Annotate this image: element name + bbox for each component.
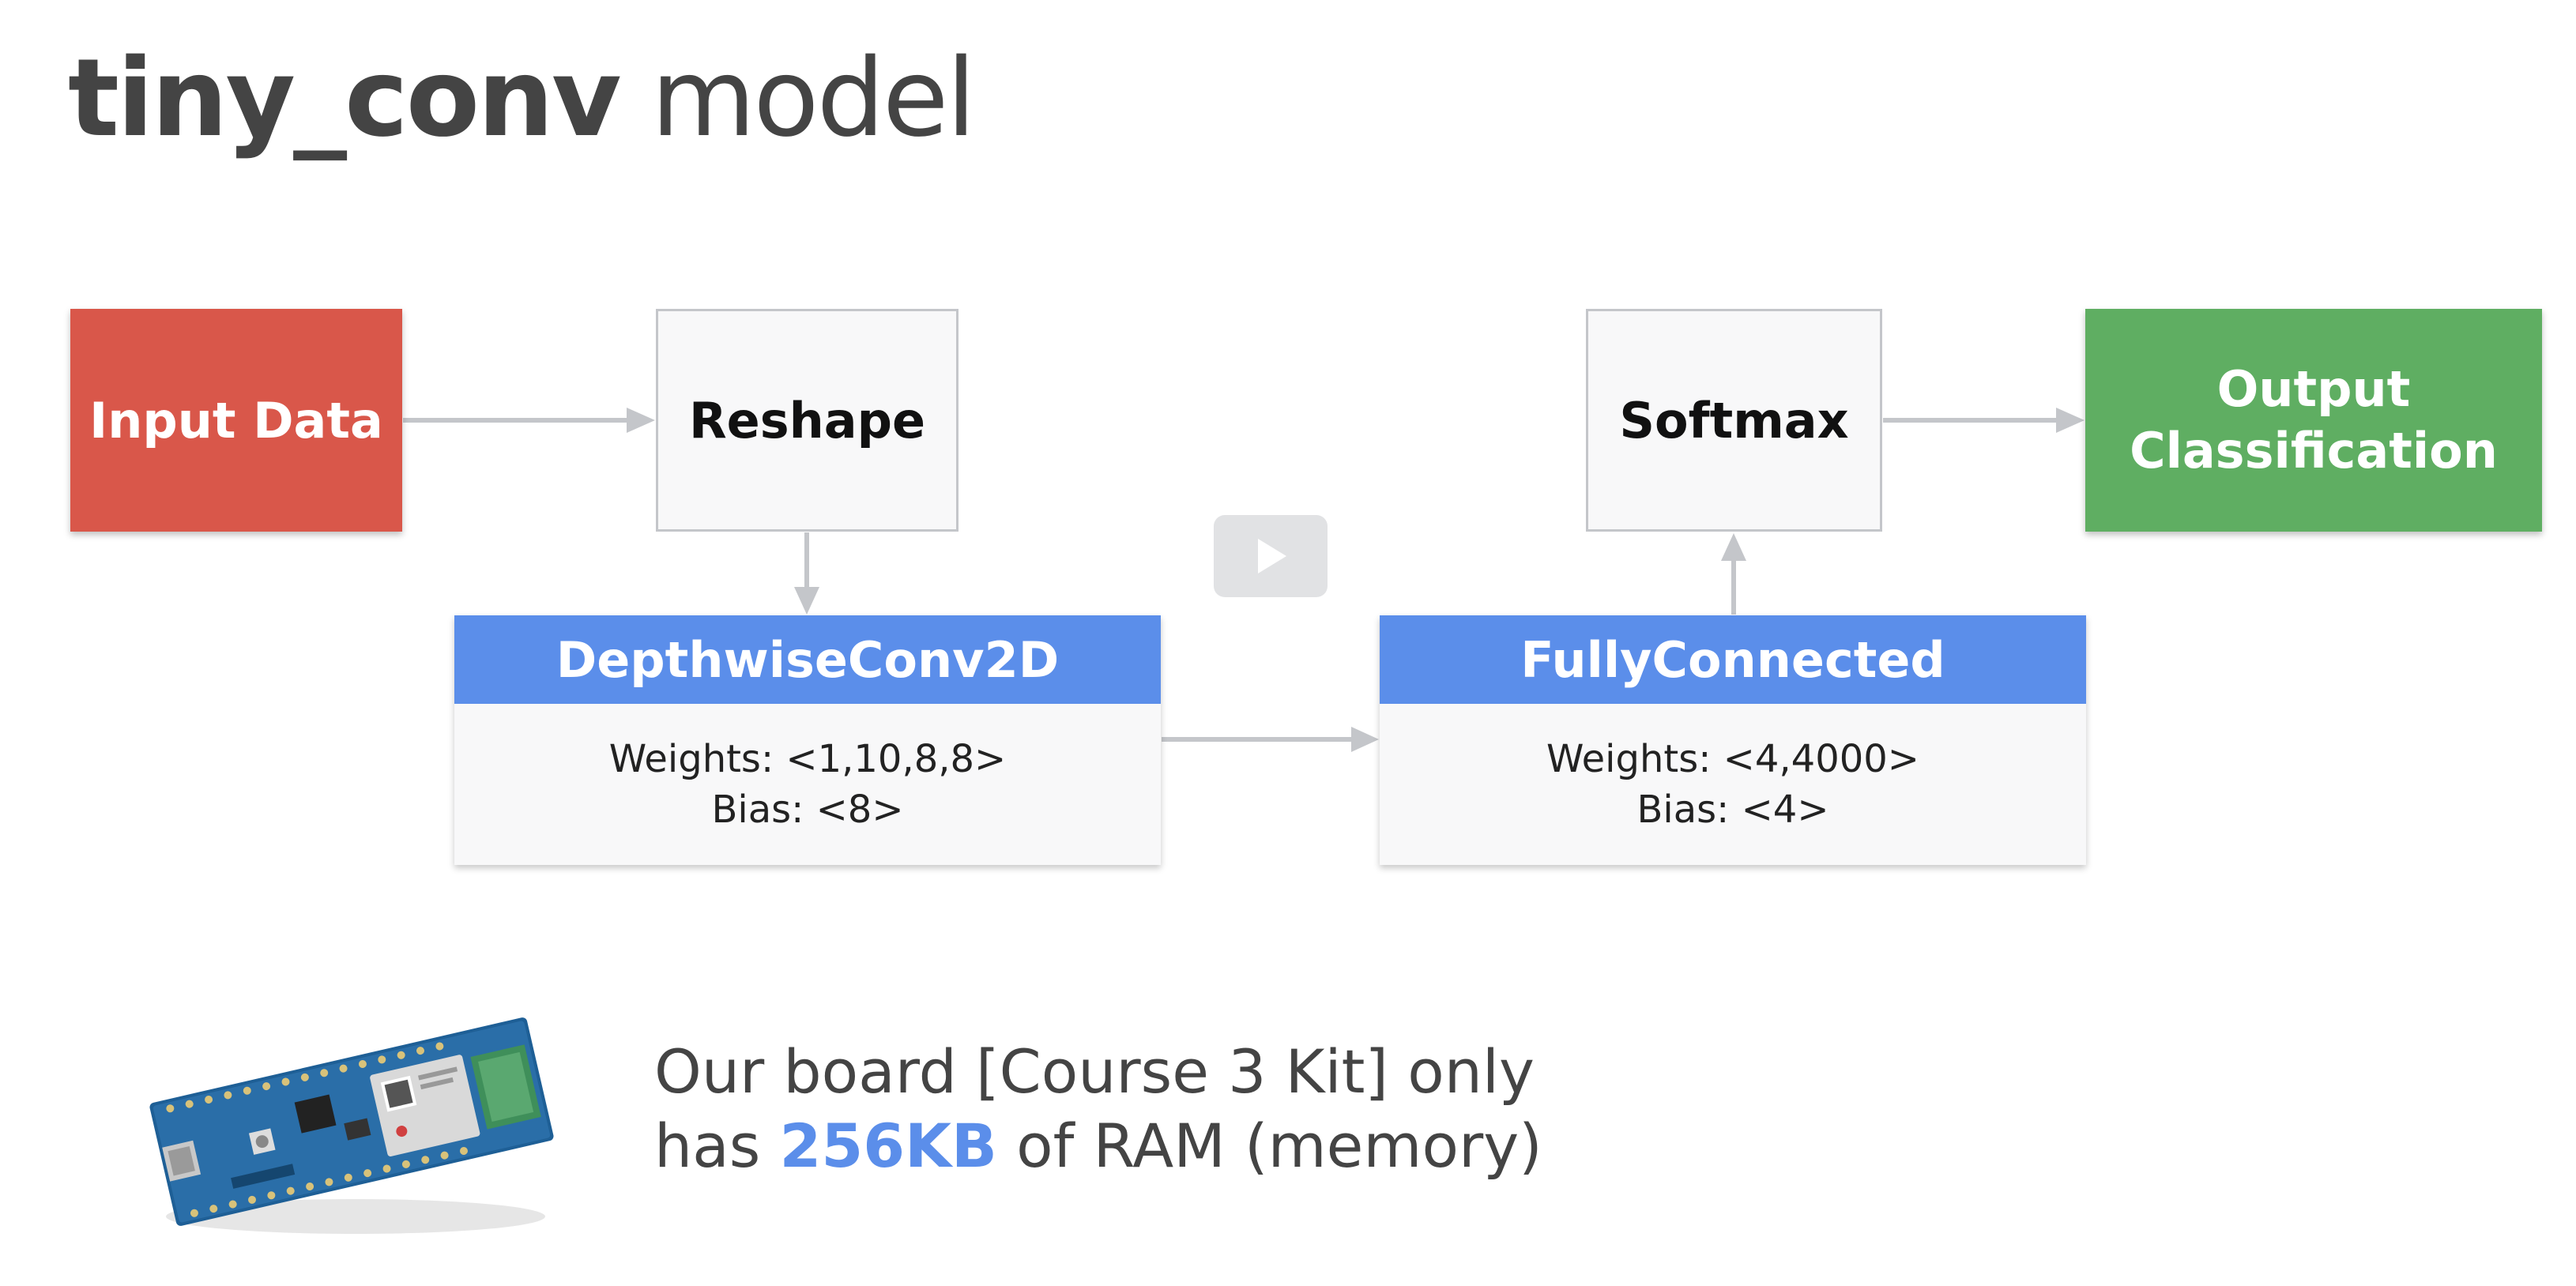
depthwise-body: Weights: <1,10,8,8> Bias: <8>	[454, 704, 1161, 865]
title-suffix: model	[619, 36, 976, 161]
output-label-line2: Classification	[2130, 422, 2498, 479]
output-label-line1: Output	[2216, 360, 2411, 418]
fully-connected-header: FullyConnected	[1380, 615, 2086, 704]
title-model-name: tiny_conv	[68, 36, 622, 161]
caption-line2-after: of RAM (memory)	[996, 1111, 1542, 1181]
caption-line1: Our board [Course 3 Kit] only	[654, 1036, 1535, 1107]
ram-caption: Our board [Course 3 Kit] only has 256KB …	[654, 1035, 1542, 1183]
arrowhead-reshape	[627, 408, 655, 433]
arrowhead-fully	[1351, 727, 1379, 752]
caption-line2-before: has	[654, 1111, 780, 1181]
arrowhead-depthwise	[794, 587, 819, 615]
caption-line2: has 256KB of RAM (memory)	[654, 1109, 1542, 1183]
depthwise-header: DepthwiseConv2D	[454, 615, 1161, 704]
play-button[interactable]	[1214, 515, 1328, 597]
depthwise-weights: Weights: <1,10,8,8>	[608, 737, 1007, 781]
fully-connected-bias: Bias: <4>	[1636, 788, 1829, 832]
input-data-label: Input Data	[89, 391, 383, 449]
fully-connected-body: Weights: <4,4000> Bias: <4>	[1380, 704, 2086, 865]
output-classification-node: Output Classification	[2085, 309, 2542, 532]
reshape-node: Reshape	[656, 309, 958, 532]
input-data-node: Input Data	[70, 309, 402, 532]
slide-title: tiny_conv model	[68, 32, 976, 166]
fully-connected-node: FullyConnected Weights: <4,4000> Bias: <…	[1380, 615, 2086, 865]
reshape-label: Reshape	[688, 391, 926, 449]
arrowhead-output	[2056, 408, 2085, 433]
depthwise-conv2d-node: DepthwiseConv2D Weights: <1,10,8,8> Bias…	[454, 615, 1161, 865]
ram-size-highlight: 256KB	[779, 1111, 997, 1181]
softmax-label: Softmax	[1619, 391, 1849, 449]
softmax-node: Softmax	[1586, 309, 1882, 532]
arrowhead-softmax	[1721, 533, 1746, 561]
arduino-board-image	[149, 1017, 554, 1234]
fully-connected-weights: Weights: <4,4000>	[1546, 737, 1920, 781]
play-icon	[1258, 539, 1286, 573]
depthwise-bias: Bias: <8>	[711, 788, 904, 832]
